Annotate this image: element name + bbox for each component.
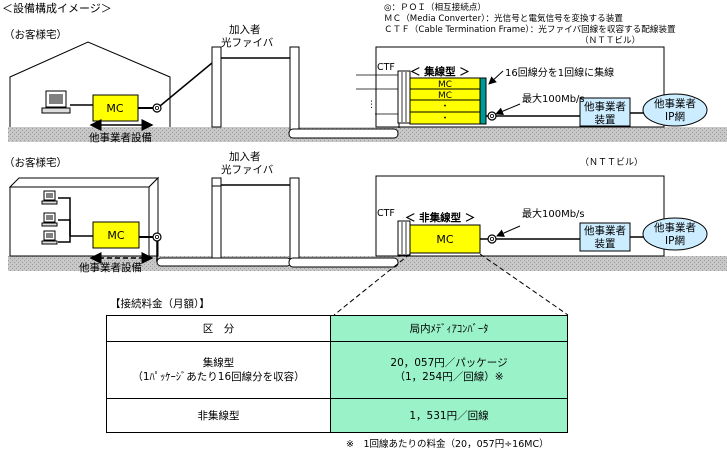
legend-ctf: ＣＴＦ（Cable Termination Frame）：光ファイバ回線を収容す… — [384, 25, 676, 35]
conduit-bottom — [288, 257, 399, 268]
other-equip-label-bottom: 他事業者設備 — [79, 261, 142, 274]
carrier-equipment-top — [579, 97, 631, 127]
non-aggregation-type-label: ＜ 非集線型 ＞ — [405, 211, 475, 224]
ip-network-label-bottom-1: 他事業者 — [654, 221, 696, 234]
mc-single-label: MC — [436, 233, 453, 246]
customer-label-top: （お客様宅） — [4, 28, 67, 41]
mc-stack-item-1: MC — [438, 80, 452, 90]
legend: ◎：ＰＯＩ（相互接続点） ＭＣ（Media Converter）：光信号と電気信… — [384, 3, 676, 47]
mc-single — [409, 224, 481, 254]
fee-footnote: ※ 1回線あたりの料金（20，057円÷16MC） — [346, 438, 549, 450]
row-aggregation-title: 集線型 — [202, 356, 235, 369]
row-aggregation-line-price: （1，254円／回線）※ — [394, 370, 504, 383]
fee-table-row-non-aggregation-label: 非集線型 — [106, 397, 331, 434]
mc-stack-item-2: MC — [438, 91, 452, 101]
row-aggregation-package-price: 20，057円／パッケージ — [390, 356, 508, 369]
fiber-label-bottom-2: 光ファイバ — [221, 163, 274, 176]
utility-pole — [211, 46, 222, 128]
mc-stack-item-3: ・ — [440, 102, 449, 112]
carrier-equip-label-bottom-1: 他事業者 — [584, 224, 626, 237]
aggregation-bar — [479, 77, 487, 125]
fee-table-row-non-aggregation-price: 1，531円／回線 — [330, 397, 568, 434]
computer-icon — [41, 190, 58, 245]
ip-network-label-top-2: IP網 — [665, 110, 685, 123]
carrier-equip-label-top-1: 他事業者 — [584, 100, 626, 113]
row-aggregation-subtitle: （1ﾊﾟｯｹｰｼﾞあたり16回線分を収容） — [132, 370, 305, 383]
fee-table-row-aggregation-label: 集線型 （1ﾊﾟｯｹｰｼﾞあたり16回線分を収容） — [106, 341, 331, 399]
ctf-label-top: CTF — [377, 62, 395, 73]
mc-label-bottom: MC — [107, 229, 124, 242]
mc-box-bottom — [92, 221, 140, 249]
carrier-equip-label-top-2: 装置 — [595, 113, 616, 126]
fiber-label-top-2: 光ファイバ — [221, 36, 274, 49]
carrier-equip-label-bottom-2: 装置 — [595, 237, 616, 250]
conduit-bottom-left — [156, 257, 292, 267]
max-speed-top: 最大100Mb/s — [522, 92, 585, 105]
conduit-top — [288, 128, 399, 139]
fiber-label-top-1: 加入者 — [229, 24, 261, 36]
ip-network-label-top-1: 他事業者 — [654, 97, 696, 110]
legend-mc: ＭＣ（Media Converter）：光信号と電気信号を変換する装置 — [384, 14, 623, 24]
carrier-ip-network-top — [642, 93, 708, 127]
customer-house-top — [9, 41, 171, 127]
mc-label-top: MC — [106, 102, 123, 115]
legend-ntt-building: （ＮＴＴビル） — [580, 36, 641, 46]
ntt-building-label-bottom: （ＮＴＴビル） — [580, 157, 643, 168]
other-equip-label-top: 他事業者設備 — [89, 131, 152, 144]
fee-table-header-category: 区 分 — [106, 314, 331, 343]
more-lines-dots: ⋮ — [367, 100, 376, 110]
mc-stack-item-4: ・ — [440, 114, 449, 124]
fee-table-row-aggregation-price: 20，057円／パッケージ （1，254円／回線）※ — [330, 341, 568, 399]
carrier-ip-network-bottom — [642, 217, 708, 251]
carrier-equipment-bottom — [579, 222, 631, 252]
fee-table-caption: 【接続料金（月額）】 — [110, 297, 210, 310]
legend-poi: ◎：ＰＯＩ（相互接続点） — [384, 3, 487, 13]
aggregation-type-label: ＜ 集線型 ＞ — [410, 65, 470, 78]
fiber-label-bottom-1: 加入者 — [229, 151, 261, 163]
fee-table-header-mc: 局内ﾒﾃﾞｨｱｺﾝﾊﾞｰﾀ — [330, 314, 568, 343]
customer-label-bottom: （お客様宅） — [4, 156, 67, 169]
max-speed-bottom: 最大100Mb/s — [522, 207, 585, 220]
ctf-frame-top — [397, 70, 411, 124]
diagram-title: ＜設備構成イメージ＞ — [2, 1, 112, 15]
fee-table: 区 分 局内ﾒﾃﾞｨｱｺﾝﾊﾞｰﾀ 集線型 （1ﾊﾟｯｹｰｼﾞあたり16回線分を… — [106, 314, 568, 434]
ctf-frame-bottom — [397, 220, 411, 256]
aggregation-note: 16回線分を1回線に集線 — [505, 66, 614, 79]
subscriber-fiber-top — [159, 57, 295, 130]
ctf-label-bottom: CTF — [377, 208, 395, 219]
ip-network-label-bottom-2: IP網 — [665, 234, 685, 247]
computer-icon — [41, 90, 71, 114]
